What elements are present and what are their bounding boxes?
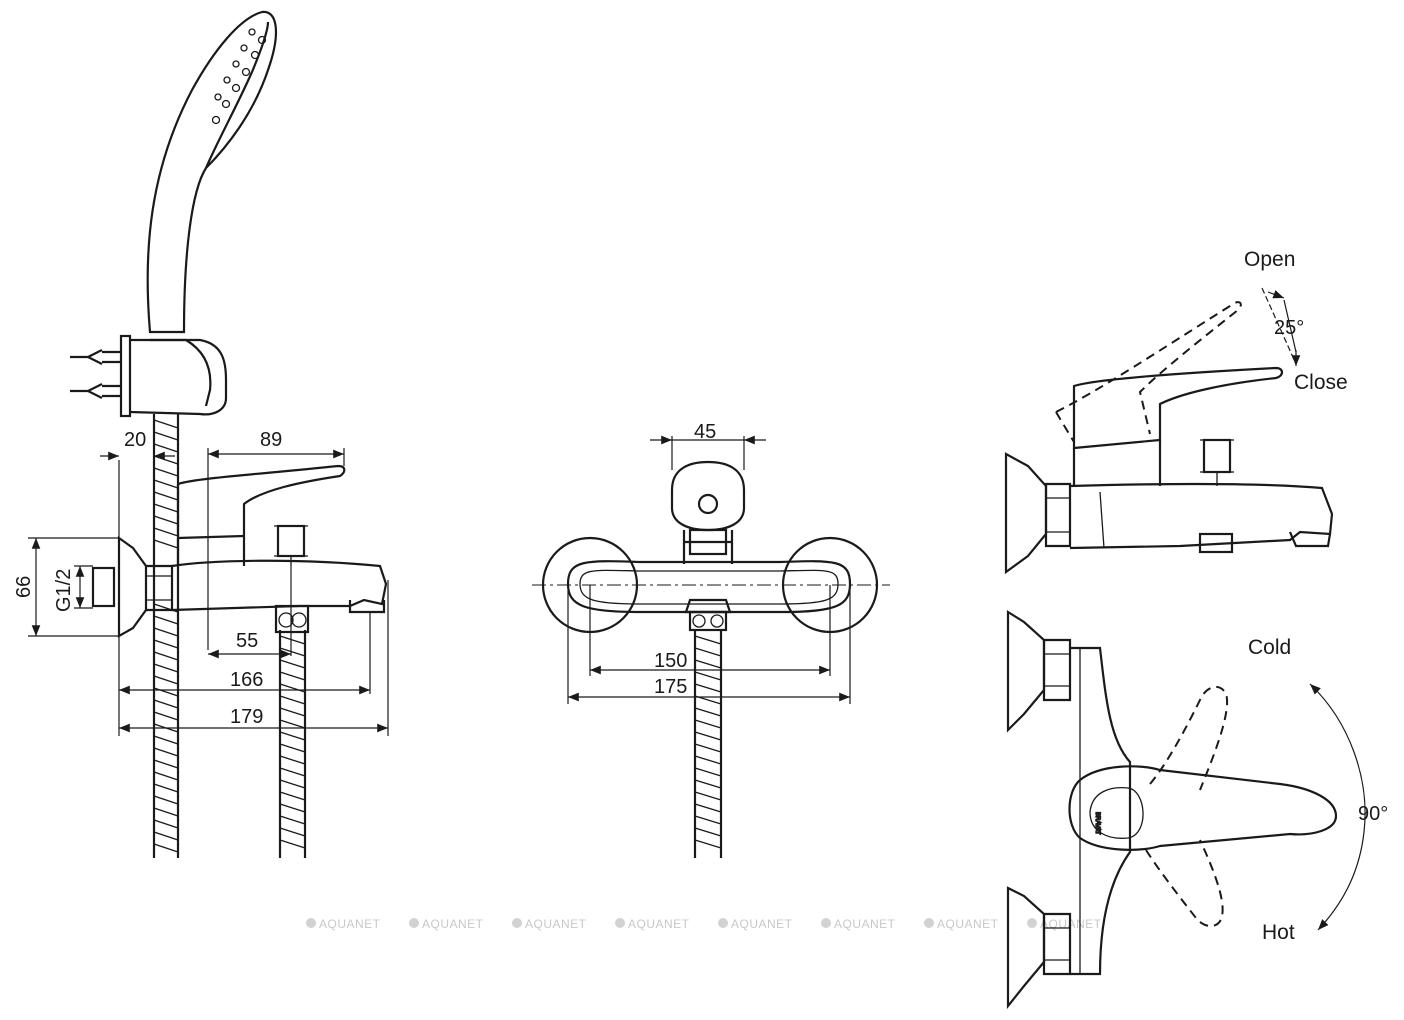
wall-flange-top <box>1006 610 1046 733</box>
dim-166: 166 <box>118 612 371 736</box>
watermark-7: AQUANET <box>924 917 999 931</box>
svg-text:55: 55 <box>236 630 258 652</box>
lever-cold-position <box>1149 685 1229 791</box>
watermark-8: AQUANET <box>1027 917 1101 931</box>
svg-text:AQUANET: AQUANET <box>937 917 999 931</box>
hex-nut-upper <box>1044 482 1072 548</box>
watermark-1: AQUANET <box>306 917 381 931</box>
watermark-6: AQUANET <box>821 917 896 931</box>
svg-text:150: 150 <box>654 650 687 672</box>
mixer-body-top: BRAVAT <box>1068 646 1338 976</box>
lever-side-view: Open 25° Close <box>1004 248 1348 575</box>
angle-90-arc <box>1309 683 1366 931</box>
cold-label: Cold <box>1248 636 1291 659</box>
dim-55: 55 <box>208 566 292 659</box>
close-label: Close <box>1294 371 1348 394</box>
svg-text:AQUANET: AQUANET <box>834 917 896 931</box>
dim-179: 179 <box>119 580 389 736</box>
shower-nozzles <box>211 28 267 125</box>
svg-text:175: 175 <box>654 676 687 698</box>
dim-20: 20 <box>100 429 175 540</box>
watermark-5: AQUANET <box>718 917 793 931</box>
wall-flange-bottom <box>1006 886 1046 1010</box>
angle-25-indicator <box>1261 287 1301 366</box>
svg-text:AQUANET: AQUANET <box>628 917 690 931</box>
svg-text:AQUANET: AQUANET <box>319 917 381 931</box>
dim-89: 89 <box>207 429 345 650</box>
svg-text:166: 166 <box>230 669 263 691</box>
dim-66: 66 <box>13 537 118 637</box>
lever-top-view: BRAVAT Cold 90° Hot <box>1006 610 1388 1010</box>
watermark-row: AQUANET AQUANET AQUANET AQUANET AQUANET … <box>306 917 1101 931</box>
shower-hose-right <box>278 630 307 858</box>
shower-hose-left <box>152 414 180 858</box>
angle-90-label: 90° <box>1358 803 1388 825</box>
shower-holder <box>70 334 228 418</box>
svg-text:89: 89 <box>260 429 282 451</box>
front-view: 45 150 175 <box>532 421 890 858</box>
angle-25-label: 25° <box>1274 317 1304 339</box>
lever-hot-position <box>1145 839 1224 927</box>
hot-label: Hot <box>1262 921 1295 944</box>
watermark-3: AQUANET <box>512 917 587 931</box>
svg-text:BRAVAT: BRAVAT <box>1094 812 1100 835</box>
dim-45: 45 <box>650 421 766 470</box>
svg-text:45: 45 <box>694 421 716 443</box>
svg-text:20: 20 <box>124 429 146 451</box>
hose-front <box>693 630 723 858</box>
lever-open-position <box>1055 301 1242 443</box>
svg-text:G1/2: G1/2 <box>53 569 75 612</box>
dim-175: 175 <box>567 590 851 704</box>
hex-nut-top <box>1042 638 1072 702</box>
wall-flange-upper <box>1004 452 1048 575</box>
watermark-2: AQUANET <box>409 917 484 931</box>
mixer-body-side <box>91 464 388 638</box>
hand-shower <box>146 10 277 334</box>
side-view: 20 89 66 G1/2 55 166 <box>13 10 389 858</box>
svg-text:AQUANET: AQUANET <box>525 917 587 931</box>
svg-text:AQUANET: AQUANET <box>422 917 484 931</box>
svg-text:66: 66 <box>13 576 35 598</box>
watermark-4: AQUANET <box>615 917 690 931</box>
dim-g12: G1/2 <box>53 565 93 612</box>
mixer-body-lever-side <box>1069 366 1334 554</box>
svg-text:179: 179 <box>230 706 263 728</box>
open-label: Open <box>1244 248 1295 271</box>
mixer-body-front <box>566 460 852 632</box>
svg-text:AQUANET: AQUANET <box>731 917 793 931</box>
dim-150: 150 <box>589 585 831 676</box>
